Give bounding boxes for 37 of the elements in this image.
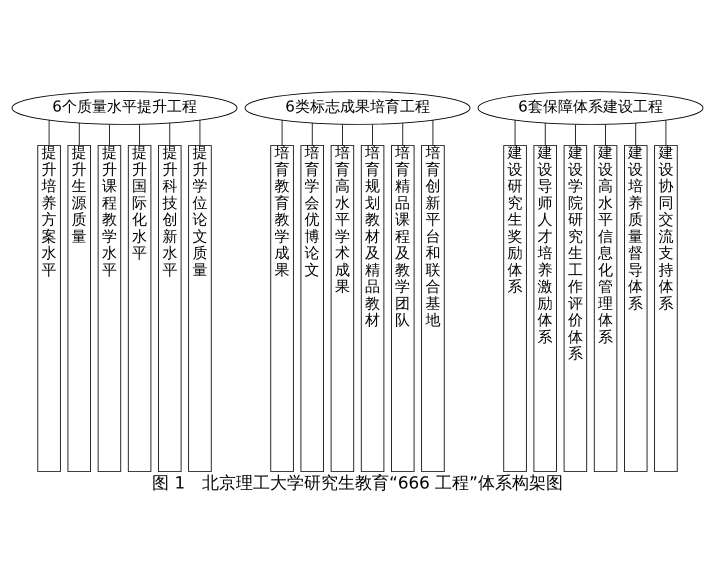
- node-box: 建设协同交流支持体系: [654, 145, 678, 472]
- node-box: 培育学会优博论文: [300, 145, 324, 472]
- node-box: 提升国际化水平: [128, 145, 152, 472]
- connector: [312, 122, 313, 146]
- connector: [402, 122, 404, 146]
- node-box: 建设导师人才培养激励体系: [534, 145, 557, 472]
- node-box: 建设高水平信息化管理体系: [594, 145, 618, 472]
- connector: [544, 122, 546, 146]
- connector: [48, 120, 50, 146]
- connector: [432, 120, 434, 146]
- connector: [605, 124, 606, 146]
- node-box: 培育创新平台和联合基地: [421, 145, 445, 472]
- connector: [574, 124, 576, 146]
- connector: [109, 124, 110, 146]
- node-box: 建设学院研究生工作评价体系: [564, 145, 588, 472]
- node-box: 培育规划教材及精品教材: [360, 145, 384, 472]
- caption: 图 1 北京理工大学研究生教育“666 工程”体系构架图: [152, 472, 563, 492]
- node-ellipse: 6类标志成果培育工程: [244, 91, 470, 125]
- node-ellipse: 6个质量水平提升工程: [12, 91, 238, 125]
- connector: [169, 122, 170, 146]
- node-box: 提升生源质量: [68, 145, 91, 472]
- node-box: 培育高水平学术成果: [330, 145, 354, 472]
- node-box: 提升学位论文质量: [188, 145, 212, 472]
- node-box: 提升课程教学水平: [98, 145, 122, 472]
- connector: [635, 122, 636, 146]
- connector: [139, 124, 140, 146]
- node-box: 建设研究生奖励体系: [503, 145, 527, 472]
- connector: [514, 120, 516, 146]
- node-box: 建设培养质量督导体系: [624, 145, 648, 472]
- node-box: 提升培养方案水平: [37, 145, 61, 472]
- node-box: 提升科技创新水平: [158, 145, 182, 472]
- connector: [78, 122, 80, 146]
- node-box: 培育精品课程及教学团队: [391, 145, 414, 472]
- connector: [372, 124, 373, 146]
- node-box: 培育教育教学成果: [270, 145, 294, 472]
- node-ellipse: 6套保障体系建设工程: [478, 91, 704, 125]
- connector: [342, 124, 343, 146]
